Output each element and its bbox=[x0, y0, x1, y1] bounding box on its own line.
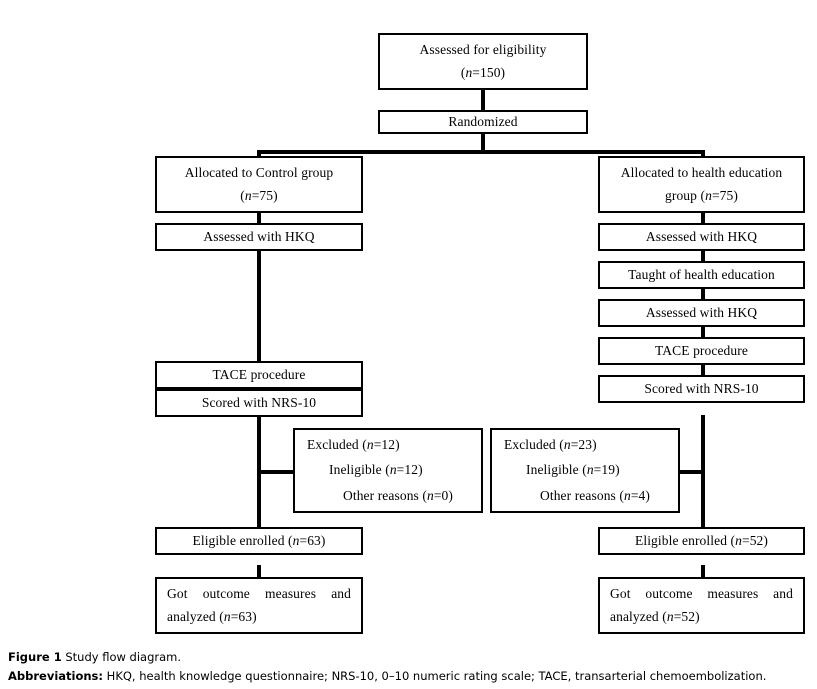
left-allocation-line2: (n=75) bbox=[240, 188, 278, 203]
box-left-eligible-enrolled: Eligible enrolled (n=63) bbox=[155, 527, 363, 555]
figure-caption-title: Figure 1 Study flow diagram. bbox=[8, 648, 808, 667]
box-left-excluded: Excluded (n=12) Ineligible (n=12) Other … bbox=[293, 428, 483, 513]
left-step-label: Assessed with HKQ bbox=[203, 228, 315, 244]
left-excluded-ineligible: Ineligible (n=12) bbox=[329, 462, 423, 478]
left-analyzed-line1: Got outcome measures and bbox=[167, 585, 351, 601]
connector-right-hkq2-to-tace bbox=[701, 325, 705, 339]
left-allocation-line1: Allocated to Control group bbox=[184, 164, 334, 180]
right-step-label: Taught of health education bbox=[628, 266, 775, 282]
connector-split-bar bbox=[257, 150, 705, 154]
connector-right-taught-to-hkq2 bbox=[701, 287, 705, 301]
right-excluded-ineligible: Ineligible (n=19) bbox=[526, 462, 620, 478]
connector-right-alloc-to-hkq bbox=[701, 211, 705, 225]
right-allocation-line1: Allocated to health education bbox=[620, 164, 783, 180]
box-left-step-assessed-hkq: Assessed with HKQ bbox=[155, 223, 363, 251]
connector-right-nrs-to-enrolled bbox=[701, 415, 705, 528]
box-left-allocation: Allocated to Control group (n=75) bbox=[155, 156, 363, 213]
right-excluded-total: Excluded (n=23) bbox=[504, 437, 597, 453]
right-analyzed-line1: Got outcome measures and bbox=[610, 585, 793, 601]
box-right-allocation: Allocated to health education group (n=7… bbox=[598, 156, 805, 213]
right-excluded-other: Other reasons (n=4) bbox=[540, 487, 651, 503]
right-enrolled-label: Eligible enrolled (n=52) bbox=[635, 532, 768, 548]
connector-left-alloc-to-hkq bbox=[257, 211, 261, 225]
left-enrolled-label: Eligible enrolled (n=63) bbox=[192, 532, 326, 548]
assessed-line2: (n=150) bbox=[460, 65, 506, 80]
box-left-step-nrs: Scored with NRS-10 bbox=[155, 389, 363, 417]
connector-right-tace-to-nrs bbox=[701, 363, 705, 377]
connector-left-enrolled-to-analyzed bbox=[257, 565, 261, 579]
right-analyzed-line2: analyzed (n=52) bbox=[610, 609, 700, 624]
right-step-label: Assessed with HKQ bbox=[645, 228, 758, 244]
connector-left-to-excluded bbox=[257, 470, 305, 474]
box-left-step-tace: TACE procedure bbox=[155, 361, 363, 389]
left-analyzed-line2: analyzed (n=63) bbox=[167, 609, 257, 624]
right-step-label: Assessed with HKQ bbox=[645, 304, 758, 320]
box-randomized: Randomized bbox=[378, 110, 588, 134]
box-assessed-for-eligibility: Assessed for eligibility (n=150) bbox=[378, 33, 588, 90]
abbreviations-label: Abbreviations: bbox=[8, 668, 104, 683]
box-right-step-tace: TACE procedure bbox=[598, 337, 805, 365]
left-excluded-total: Excluded (n=12) bbox=[307, 437, 400, 453]
figure-number: Figure 1 bbox=[8, 650, 62, 664]
figure-caption: Figure 1 Study flow diagram. Abbreviatio… bbox=[8, 648, 808, 686]
right-step-label: TACE procedure bbox=[655, 342, 748, 358]
assessed-line1: Assessed for eligibility bbox=[419, 41, 547, 57]
box-right-excluded: Excluded (n=23) Ineligible (n=19) Other … bbox=[490, 428, 680, 513]
figure-title-text: Study flow diagram. bbox=[65, 650, 182, 664]
connector-right-enrolled-to-analyzed bbox=[701, 565, 705, 579]
right-allocation-line2: group (n=75) bbox=[665, 188, 738, 203]
left-excluded-other: Other reasons (n=0) bbox=[343, 487, 454, 503]
connector-left-hkq-to-tace bbox=[257, 249, 261, 363]
figure-caption-abbreviations: Abbreviations: HKQ, health knowledge que… bbox=[8, 667, 808, 686]
randomized-label: Randomized bbox=[448, 113, 518, 129]
box-right-step-assessed-hkq-1: Assessed with HKQ bbox=[598, 223, 805, 251]
left-step-label: TACE procedure bbox=[212, 366, 306, 382]
connector-randomized-drop bbox=[481, 130, 485, 152]
box-right-step-taught: Taught of health education bbox=[598, 261, 805, 289]
right-step-label: Scored with NRS-10 bbox=[644, 380, 759, 396]
abbreviations-text: HKQ, health knowledge questionnaire; NRS… bbox=[106, 668, 767, 683]
connector-assessed-to-randomized bbox=[481, 88, 485, 114]
left-step-label: Scored with NRS-10 bbox=[201, 394, 317, 410]
box-right-eligible-enrolled: Eligible enrolled (n=52) bbox=[598, 527, 805, 555]
box-right-step-assessed-hkq-2: Assessed with HKQ bbox=[598, 299, 805, 327]
box-right-step-nrs: Scored with NRS-10 bbox=[598, 375, 805, 403]
connector-right-hkq-to-taught bbox=[701, 249, 705, 263]
box-left-analyzed: Got outcome measures and analyzed (n=63) bbox=[155, 577, 363, 634]
box-right-analyzed: Got outcome measures and analyzed (n=52) bbox=[598, 577, 805, 634]
